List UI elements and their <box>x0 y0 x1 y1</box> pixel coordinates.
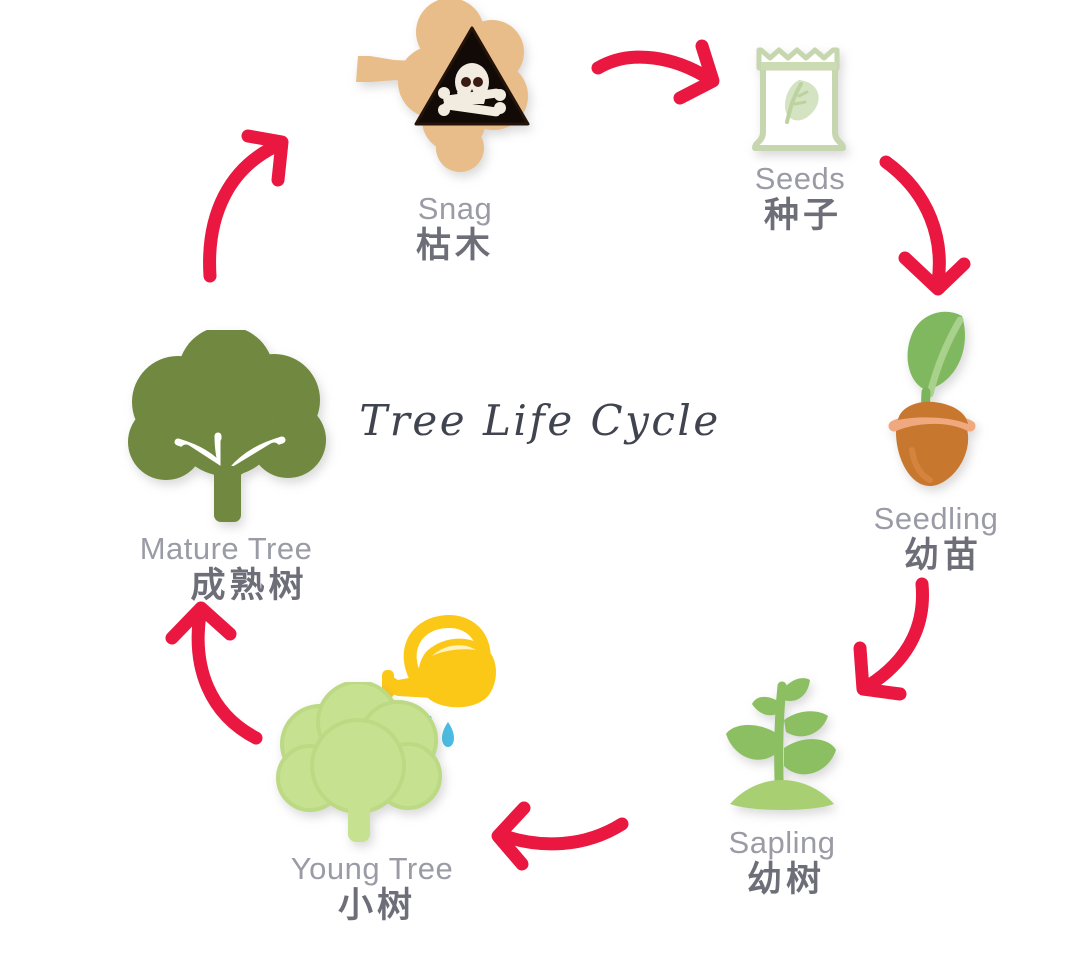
fallen-dead-tree-with-hazard-sign-icon <box>356 0 530 172</box>
stage-label-en-snag: Snag <box>417 191 493 226</box>
page-title: Tree Life Cycle <box>359 396 721 445</box>
stage-node-seeds[interactable]: Seeds 种子 <box>690 38 910 236</box>
stage-label-en-sapling: Sapling <box>728 825 836 860</box>
stage-node-mature-tree[interactable]: Mature Tree 成熟树 <box>86 330 366 606</box>
stage-label-en-young-tree: Young Tree <box>290 851 454 886</box>
stage-node-young-tree[interactable]: Young Tree 小树 <box>232 615 512 926</box>
stage-node-seedling[interactable]: Seedling 幼苗 <box>826 300 1046 576</box>
stage-node-sapling[interactable]: Sapling 幼树 <box>672 672 892 900</box>
stage-label-zh-seedling: 幼苗 <box>903 536 982 576</box>
sprouting-acorn-icon <box>888 311 976 486</box>
young-tree-icon <box>276 682 442 842</box>
stage-label-en-seedling: Seedling <box>873 501 999 536</box>
seed-packet-icon <box>752 47 846 151</box>
stage-node-snag[interactable]: Snag 枯木 <box>330 0 580 266</box>
stage-label-zh-seeds: 种子 <box>763 196 842 236</box>
stage-label-en-mature-tree: Mature Tree <box>139 531 313 566</box>
stage-label-zh-mature-tree: 成熟树 <box>190 566 308 606</box>
stage-label-en-seeds: Seeds <box>754 161 846 196</box>
stage-label-zh-young-tree: 小树 <box>337 886 416 926</box>
sapling-plant-icon <box>726 678 836 810</box>
mature-tree-icon <box>128 330 326 522</box>
stage-label-zh-sapling: 幼树 <box>746 860 825 900</box>
stage-label-zh-snag: 枯木 <box>415 226 494 266</box>
arrow-mature-tree-to-snag <box>203 129 289 283</box>
